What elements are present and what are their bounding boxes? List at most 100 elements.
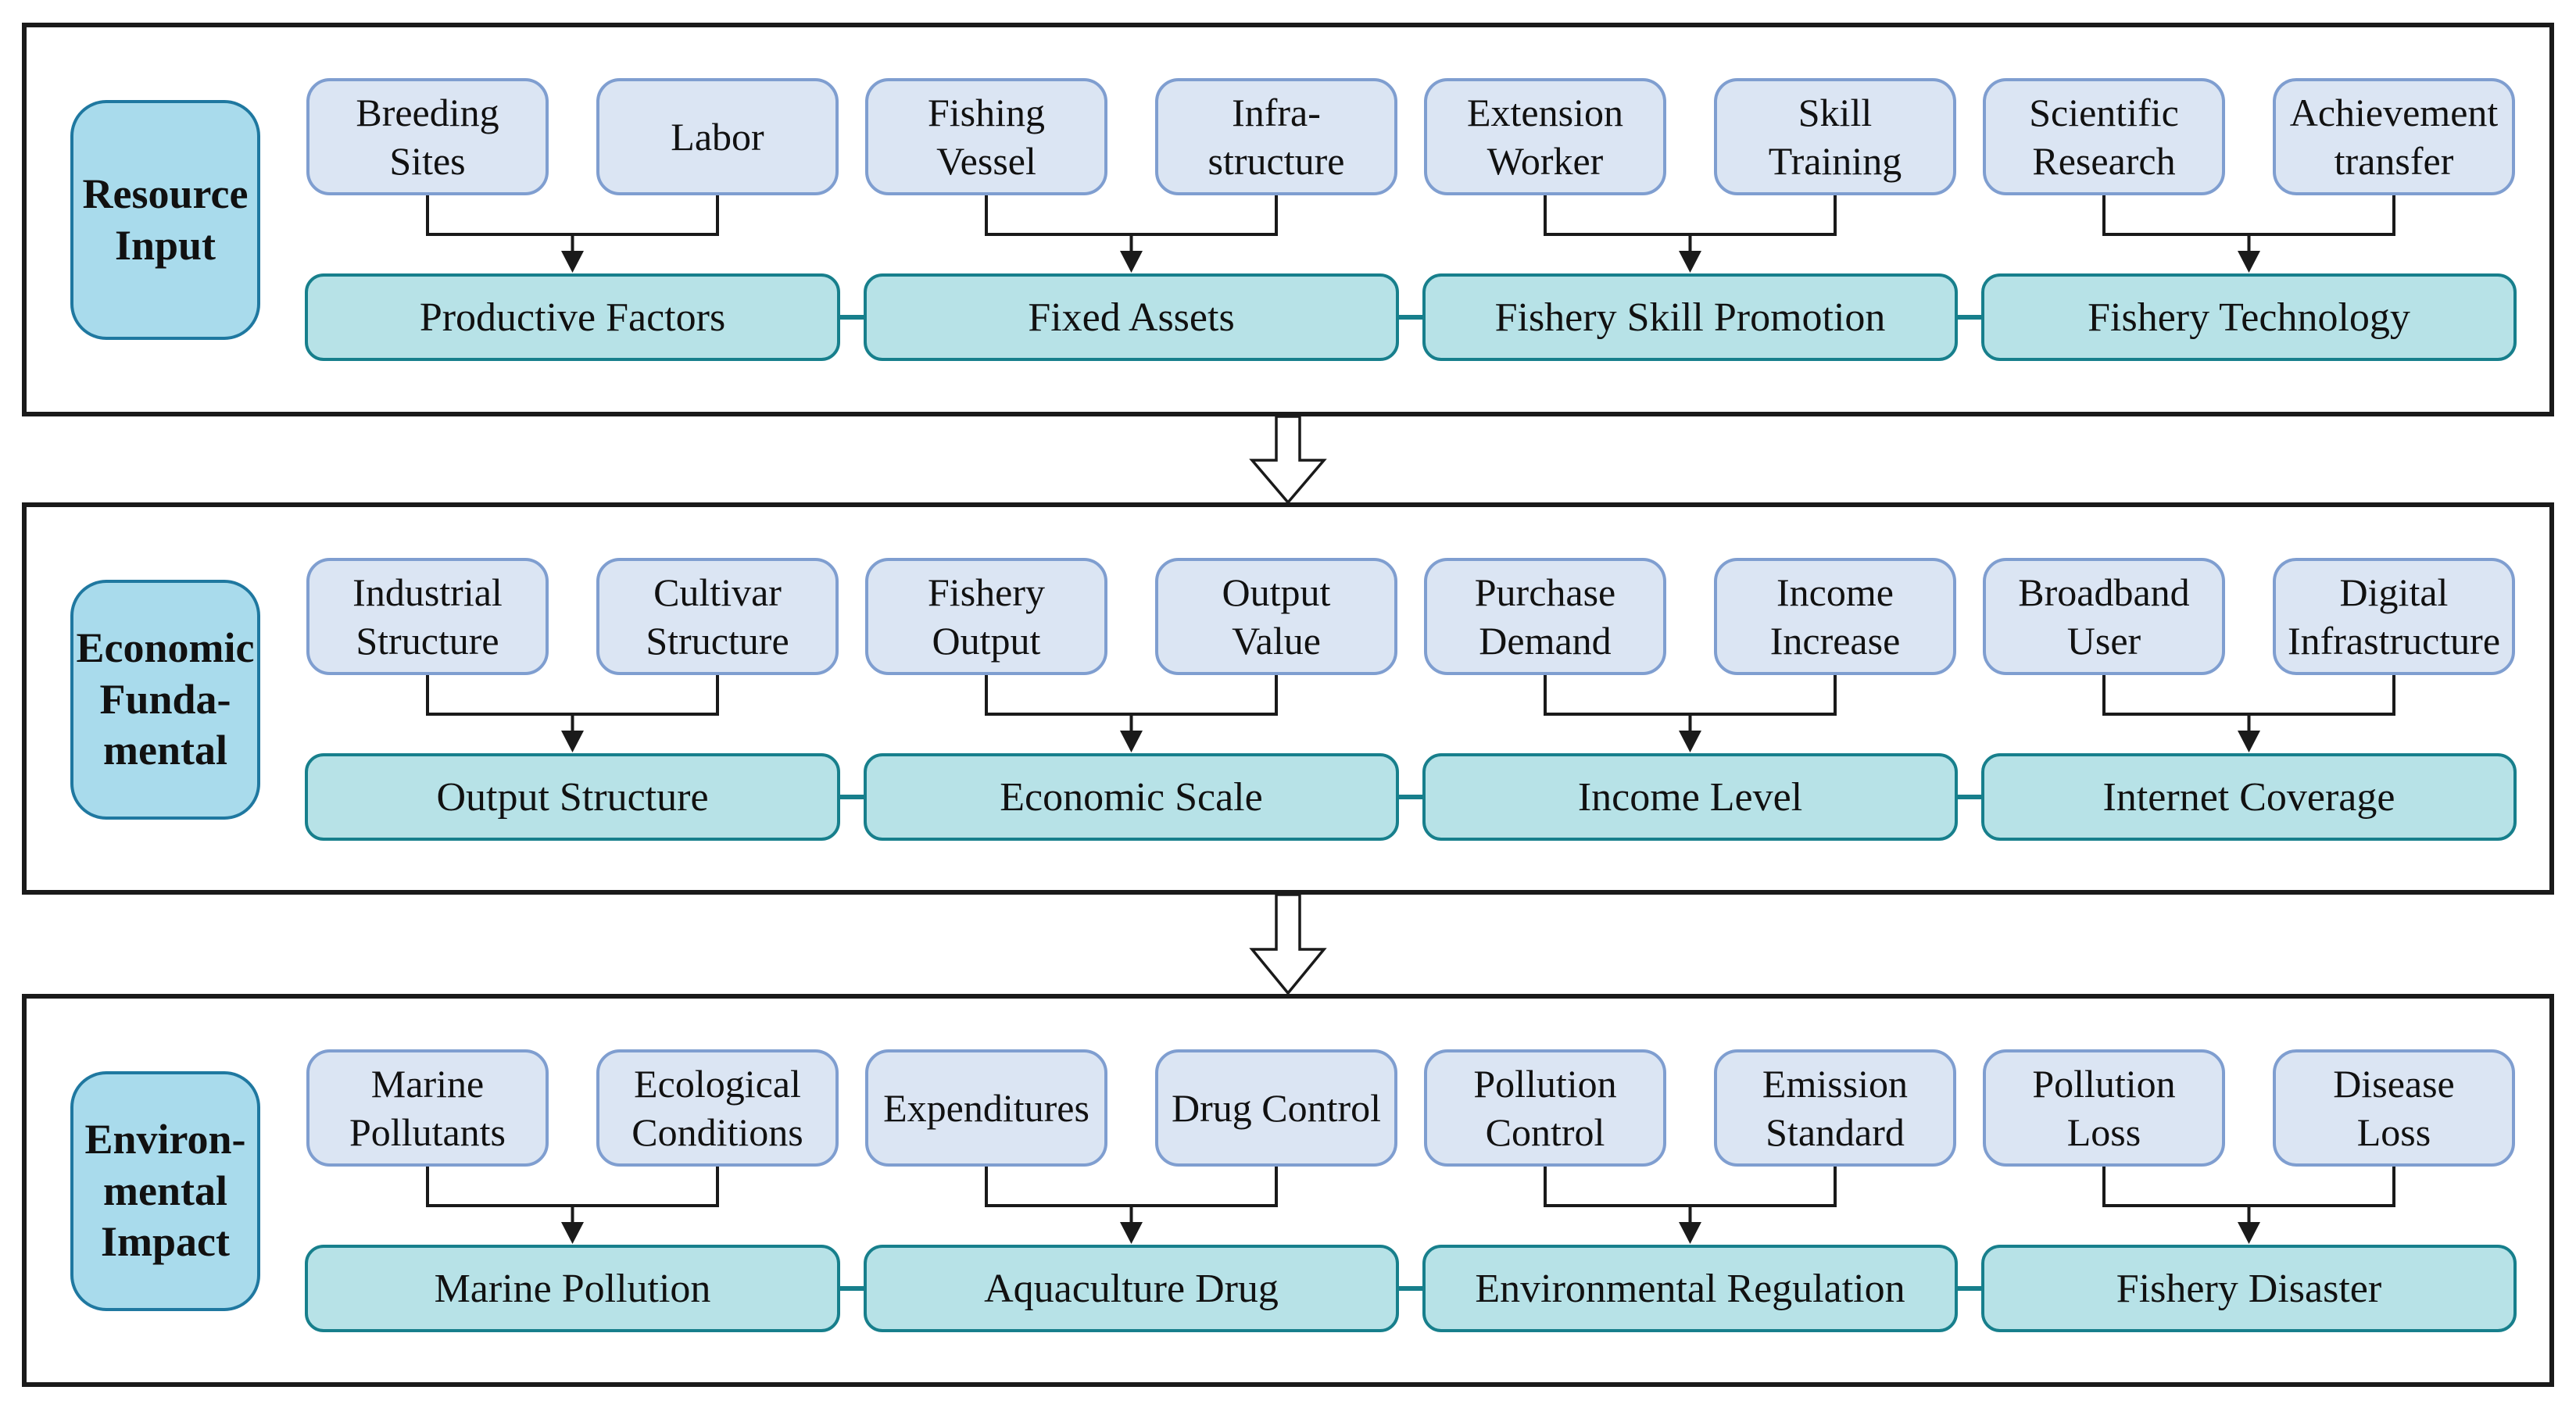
box-ecological-conditions: Ecological Conditions [596,1049,839,1167]
box-skill-training: Skill Training [1714,78,1956,195]
merge-arrow-icon [2102,675,2395,752]
box-text: Labor [671,115,764,159]
box-internet-coverage: Internet Coverage [1981,753,2517,841]
category-link [840,315,864,320]
group-fixed-assets: Fishing Vessel Infra- structure Fixed As… [864,27,1399,412]
box-fishery-technology: Fishery Technology [1981,273,2517,361]
group-aquaculture-drug: Expenditures Drug Control Aquaculture Dr… [864,999,1399,1382]
box-text: Aquaculture Drug [984,1266,1279,1311]
box-text: Pollution Loss [2032,1062,2176,1154]
box-infrastructure: Infra- structure [1155,78,1397,195]
box-broadband-user: Broadband User [1983,558,2225,675]
box-marine-pollutants: Marine Pollutants [306,1049,549,1167]
box-text: Fishery Disaster [2116,1266,2382,1311]
box-text: Achievement transfer [2289,91,2499,183]
group-fishery-skill-promotion: Extension Worker Skill Training Fishery … [1422,27,1958,412]
section-label-resource-input: Resource Input [70,100,260,340]
box-text: Productive Factors [419,295,726,340]
merge-arrow-icon [426,195,719,273]
box-text: Disease Loss [2333,1062,2455,1154]
category-link [1958,315,1981,320]
merge-arrow-icon [2102,195,2395,273]
box-text: Income Level [1577,774,1803,820]
category-link [1958,795,1981,799]
arrowhead-icon [561,251,584,273]
box-productive-factors: Productive Factors [305,273,840,361]
box-fishery-disaster: Fishery Disaster [1981,1245,2517,1332]
arrowhead-icon [1120,731,1143,752]
arrowhead-icon [2238,251,2260,273]
box-fishery-output: Fishery Output [865,558,1107,675]
category-link [1399,1286,1422,1291]
merge-arrow-icon [426,1167,719,1244]
category-link [1399,795,1422,799]
box-cultivar-structure: Cultivar Structure [596,558,839,675]
connector-lines [985,195,1278,255]
box-text: Fishing Vessel [927,91,1046,183]
box-fishery-skill-promotion: Fishery Skill Promotion [1422,273,1958,361]
box-text: Environmental Regulation [1475,1266,1905,1311]
box-text: Fixed Assets [1028,295,1235,340]
box-text: Emission Standard [1762,1062,1909,1154]
box-income-increase: Income Increase [1714,558,1956,675]
box-income-level: Income Level [1422,753,1958,841]
connector-lines [1544,675,1837,734]
arrowhead-icon [1679,251,1701,273]
group-fishery-technology: Scientific Research Achievement transfer… [1981,27,2517,412]
section-label-text: Resource Input [82,170,249,269]
group-output-structure: Industrial Structure Cultivar Structure … [305,507,840,890]
box-marine-pollution: Marine Pollution [305,1245,840,1332]
merge-arrow-icon [1544,675,1837,752]
connector-lines [1544,195,1837,255]
flow-arrow-down-icon [1249,893,1327,995]
box-text: Expenditures [883,1086,1089,1130]
box-text: Economic Scale [1000,774,1263,820]
merge-arrow-icon [1544,195,1837,273]
box-pollution-control: Pollution Control [1424,1049,1666,1167]
group-income-level: Purchase Demand Income Increase Income L… [1422,507,1958,890]
arrowhead-icon [1679,1222,1701,1244]
box-drug-control: Drug Control [1155,1049,1397,1167]
connector-lines [426,195,719,255]
section-label-text: Economic Funda- mental [76,624,255,774]
arrowhead-icon [2238,731,2260,752]
section-resource-input: Resource Input Breeding Sites Labor Prod… [22,23,2554,416]
box-text: Industrial Structure [352,570,503,663]
box-output-structure: Output Structure [305,753,840,841]
box-industrial-structure: Industrial Structure [306,558,549,675]
box-achievement-transfer: Achievement transfer [2273,78,2515,195]
group-economic-scale: Fishery Output Output Value Economic Sca… [864,507,1399,890]
box-output-value: Output Value [1155,558,1397,675]
section-label-text: Environ- mental Impact [84,1115,246,1266]
box-text: Fishery Skill Promotion [1494,295,1886,340]
section-environmental-impact: Environ- mental Impact Marine Pollutants… [22,994,2554,1387]
category-link [1399,315,1422,320]
category-link [1958,1286,1981,1291]
connector-lines [2102,675,2395,734]
box-text: Breeding Sites [356,91,499,183]
box-text: Purchase Demand [1474,570,1616,663]
box-text: Output Structure [436,774,709,820]
box-text: Skill Training [1768,91,1902,183]
box-fishing-vessel: Fishing Vessel [865,78,1107,195]
box-purchase-demand: Purchase Demand [1424,558,1666,675]
box-text: Fishery Output [928,570,1045,663]
connector-lines [985,1167,1278,1226]
merge-arrow-icon [426,675,719,752]
merge-arrow-icon [2102,1167,2395,1244]
box-disease-loss: Disease Loss [2273,1049,2515,1167]
group-environmental-regulation: Pollution Control Emission Standard Envi… [1422,999,1958,1382]
flow-arrow-shape [1249,893,1327,995]
box-economic-scale: Economic Scale [864,753,1399,841]
box-text: Infra- structure [1208,91,1345,183]
section-economic-fundamental: Economic Funda- mental Industrial Struct… [22,502,2554,895]
box-breeding-sites: Breeding Sites [306,78,549,195]
arrowhead-icon [1679,731,1701,752]
merge-arrow-icon [985,195,1278,273]
connector-lines [426,675,719,734]
arrowhead-icon [1120,251,1143,273]
box-digital-infrastructure: Digital Infrastructure [2273,558,2515,675]
group-marine-pollution: Marine Pollutants Ecological Conditions … [305,999,840,1382]
category-link [840,795,864,799]
